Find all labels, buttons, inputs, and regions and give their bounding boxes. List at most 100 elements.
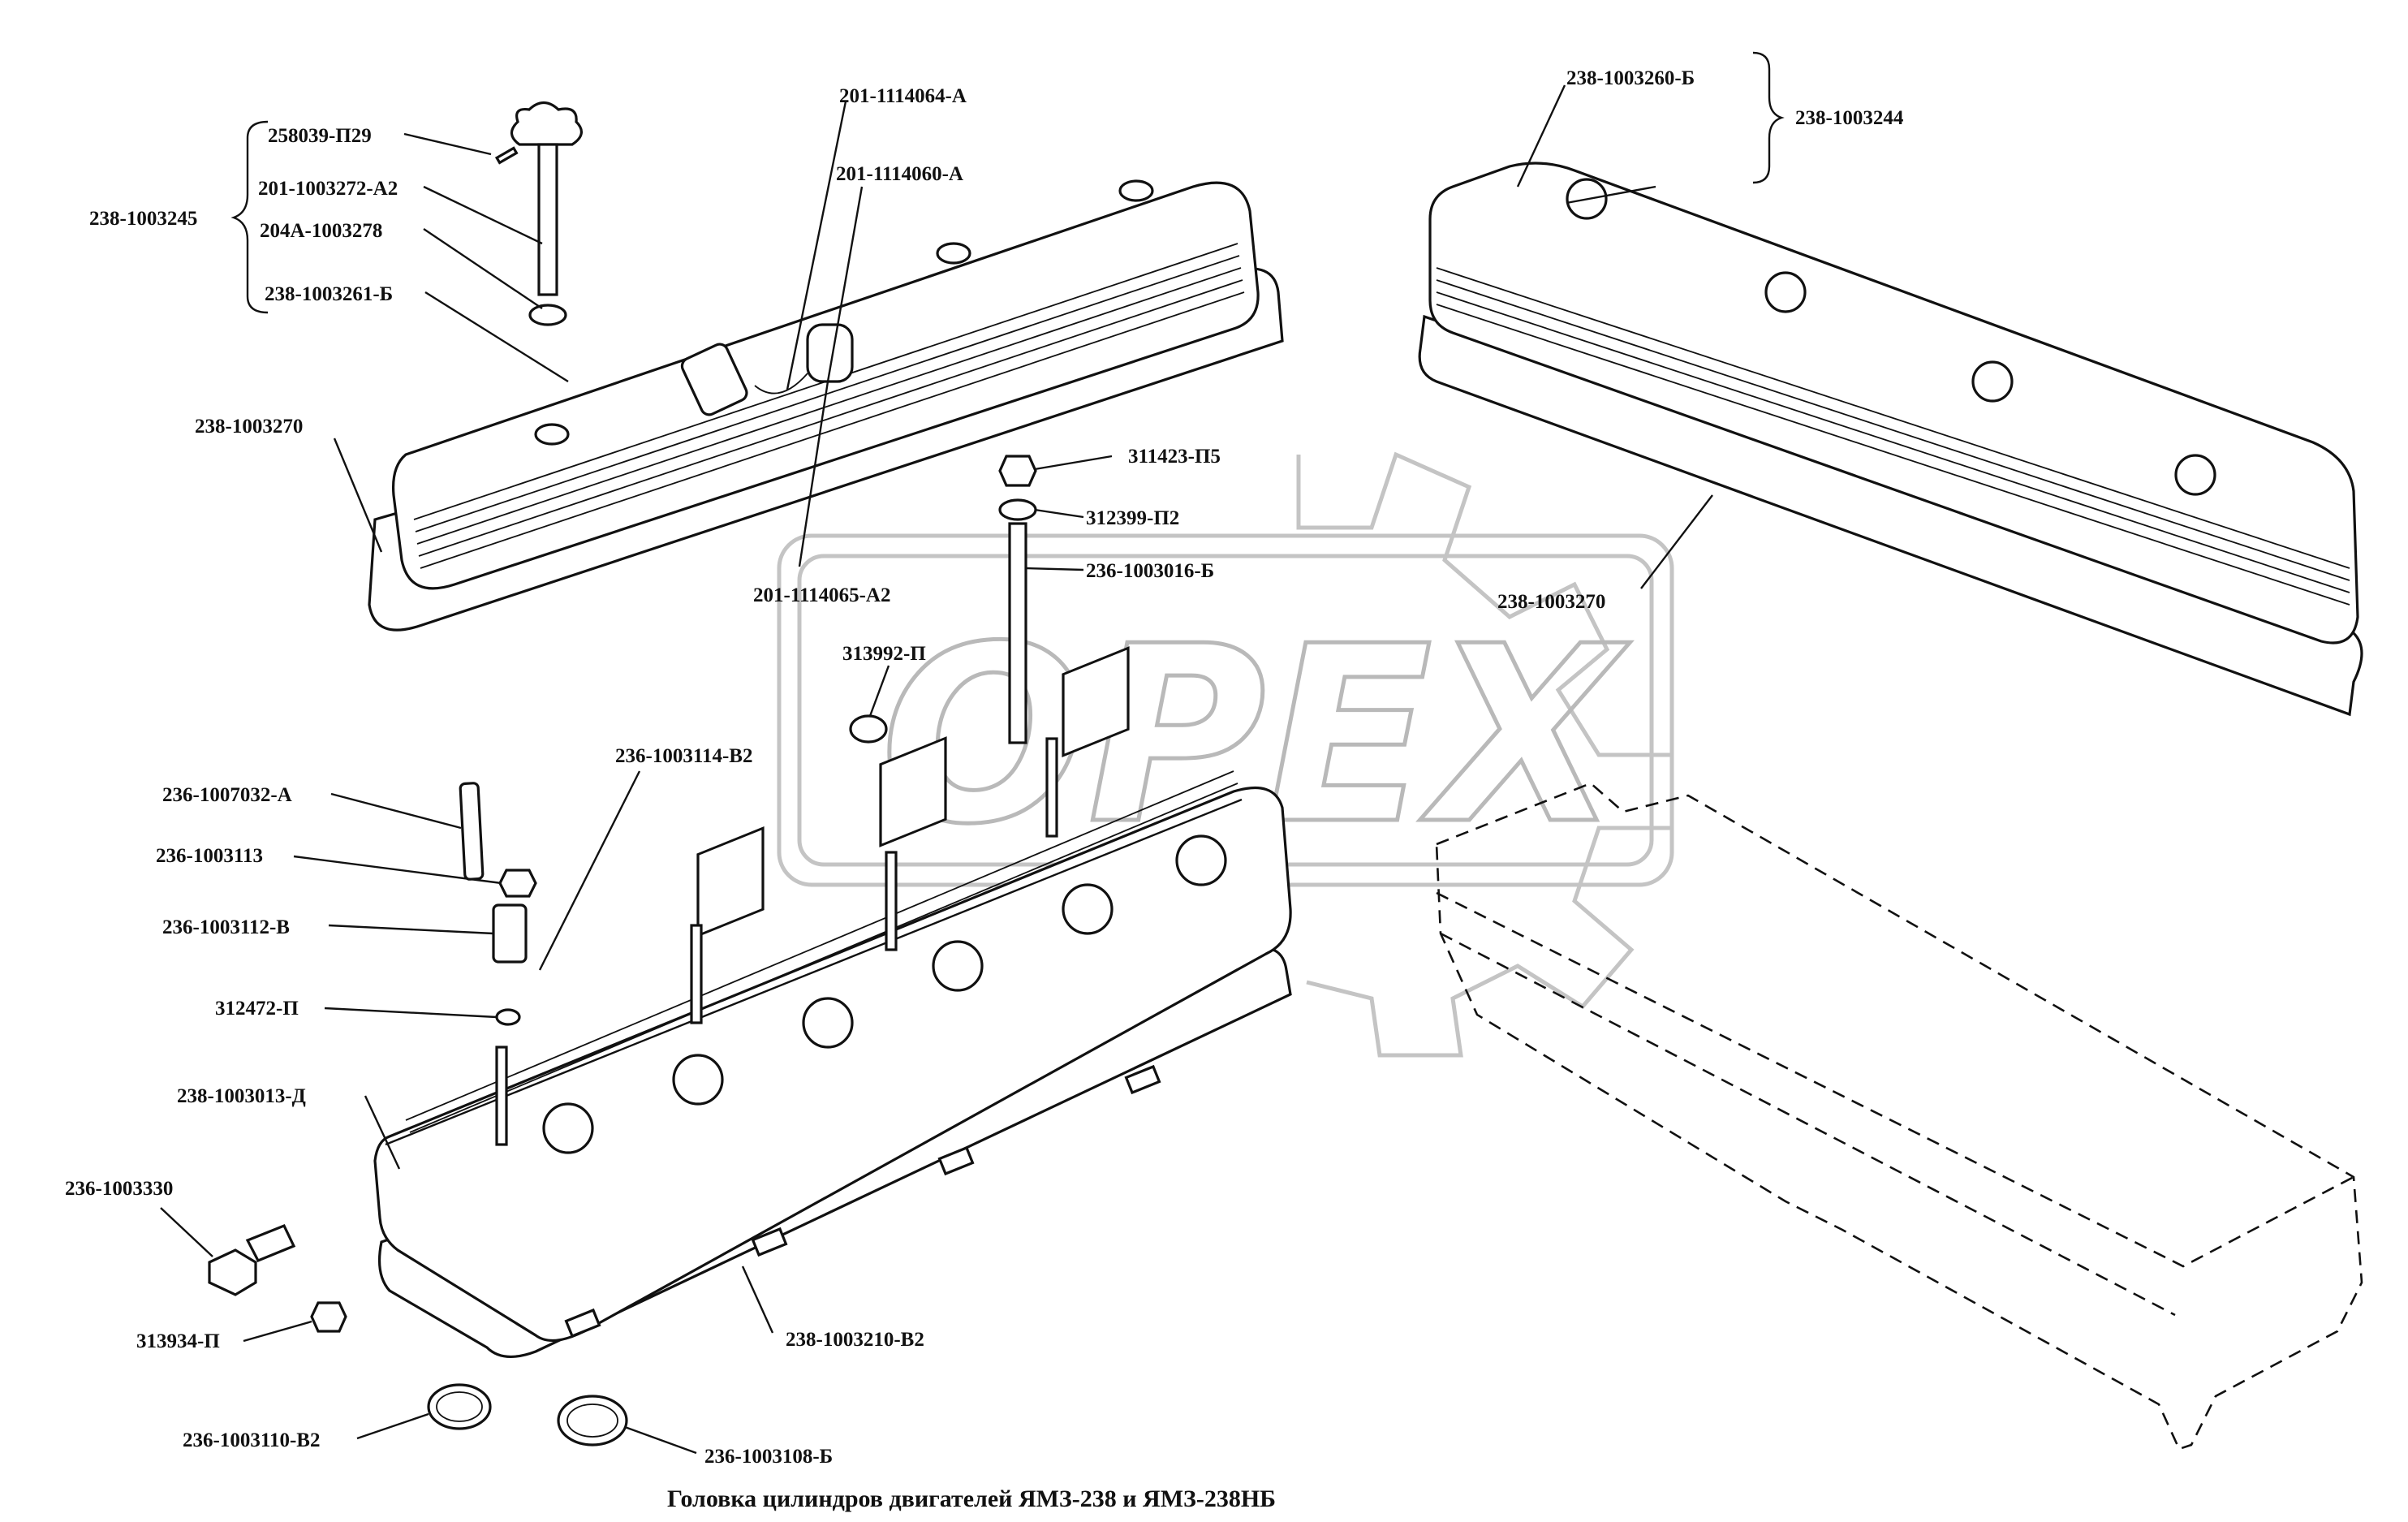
- leader-201-1003272: [423, 185, 543, 245]
- label-236-1003110-V2: 236-1003110-В2: [183, 1429, 320, 1451]
- head-rocker-rail: [405, 770, 1238, 1133]
- label-236-1003113: 236-1003113: [156, 845, 263, 867]
- label-312399-P2: 312399-П2: [1086, 507, 1179, 529]
- label-236-1003108-B: 236-1003108-Б: [704, 1446, 833, 1468]
- castle-nut: [498, 869, 537, 898]
- leader-204A: [423, 228, 543, 309]
- left-cover-boss-1: [534, 423, 570, 446]
- leader-238-1003270-left: [333, 438, 383, 553]
- leader-236-1003330: [160, 1207, 213, 1257]
- label-238-1003270-left: 238-1003270: [195, 416, 303, 438]
- label-238-1003245: 238-1003245: [89, 208, 197, 230]
- label-236-1003112-V: 236-1003112-В: [162, 916, 290, 938]
- label-312472-P: 312472-П: [215, 998, 299, 1020]
- head-studs: [495, 737, 1058, 1146]
- right-cover-knob-3: [1971, 360, 2014, 403]
- port-1: [696, 826, 765, 938]
- right-cover-gasket: [1418, 314, 2363, 717]
- port-3: [1062, 646, 1130, 757]
- leader-236-1003113: [293, 855, 502, 885]
- stud-d: [1045, 737, 1058, 838]
- leader-258039: [403, 132, 492, 156]
- right-valve-cover: [1418, 162, 2363, 717]
- label-236-1003016-B: 236-1003016-Б: [1086, 560, 1214, 582]
- phantom-block-edge: [1436, 891, 2354, 1268]
- label-258039-P29: 258039-П29: [268, 125, 372, 147]
- leader-201-1114065: [798, 381, 829, 567]
- spring-3: [802, 997, 854, 1049]
- nut-313934: [310, 1301, 347, 1333]
- gasket-holes: [564, 1064, 1161, 1339]
- label-238-1003270-right: 238-1003270: [1497, 591, 1605, 613]
- leader-238-1003260-b: [1566, 185, 1656, 205]
- head-deck-edge: [385, 798, 1243, 1146]
- small-parts: [208, 782, 628, 1447]
- leader-313992: [868, 665, 890, 717]
- plug-bolt: [208, 1223, 296, 1296]
- leader-236-1003016: [1026, 567, 1084, 571]
- spring-4: [932, 940, 984, 992]
- cylinder-head: [373, 646, 1292, 1359]
- leader-312399: [1034, 508, 1084, 519]
- leader-236-1003112: [328, 924, 494, 935]
- gasket-hole-4: [1124, 1064, 1161, 1095]
- stud-b: [690, 924, 703, 1024]
- head-body: [373, 786, 1292, 1343]
- leader-236-1007032: [330, 792, 462, 830]
- phantom-block-edge-2: [1440, 932, 2176, 1317]
- diagram-title: Головка цилиндров двигателей ЯМЗ-238 и Я…: [667, 1485, 1276, 1512]
- leader-236-1003108: [624, 1425, 697, 1455]
- leader-201-1114064: [786, 101, 847, 390]
- stud-a: [495, 1046, 508, 1146]
- seal-ring-108: [557, 1395, 628, 1447]
- label-236-1003330: 236-1003330: [65, 1178, 173, 1200]
- leader-lines: [160, 51, 1785, 1455]
- label-238-1003261-B: 238-1003261-Б: [265, 283, 393, 305]
- stud-washer: [998, 498, 1037, 521]
- label-238-1003244: 238-1003244: [1795, 107, 1904, 129]
- leader-311423: [1034, 455, 1113, 471]
- head-valve-springs: [542, 834, 1227, 1154]
- cover-pin: [494, 146, 519, 165]
- dowel-pin: [459, 782, 485, 881]
- oil-filler-cap: [680, 343, 748, 416]
- leader-201-1114060: [826, 186, 864, 382]
- left-cover-boss-2: [936, 242, 971, 265]
- leader-236-1003114: [538, 770, 641, 971]
- spring-1: [542, 1102, 594, 1154]
- sleeve: [492, 903, 528, 964]
- label-201-1114064-A: 201-1114064-А: [839, 85, 967, 107]
- right-cover-knob-2: [1764, 271, 1807, 313]
- label-313934-P: 313934-П: [136, 1330, 220, 1352]
- sleeve-washer: [495, 1008, 521, 1026]
- label-238-1003260-B: 238-1003260-Б: [1566, 67, 1695, 89]
- head-stud: [849, 455, 1037, 744]
- left-cover-boss-3: [1118, 179, 1154, 202]
- gasket-hole-1: [564, 1308, 601, 1339]
- cover-stud: [537, 143, 558, 296]
- label-311423-P5: 311423-П5: [1128, 446, 1221, 468]
- seal-ring-110-inner: [436, 1391, 483, 1422]
- head-ports: [696, 646, 1130, 938]
- phantom-block-outline: [1435, 782, 2363, 1451]
- left-cover-body: [391, 181, 1260, 590]
- right-cover-ribs: [1436, 267, 2350, 606]
- port-2: [879, 736, 947, 847]
- seal-ring-108-inner: [566, 1403, 618, 1438]
- label-238-1003013-D: 238-1003013-Д: [177, 1085, 306, 1107]
- cover-knob: [510, 101, 583, 146]
- breather-chain: [754, 373, 808, 395]
- stud-c: [885, 851, 898, 951]
- leader-238-1003260: [1516, 84, 1566, 188]
- breather-cap: [806, 323, 854, 383]
- leader-238-1003013: [364, 1095, 401, 1170]
- leader-236-1003110: [356, 1412, 429, 1440]
- label-238-1003210-V2: 238-1003210-В2: [786, 1329, 924, 1351]
- leader-312472: [324, 1007, 498, 1019]
- nut-313992: [849, 714, 888, 744]
- right-cover-knob-4: [2174, 454, 2216, 496]
- spring-6: [1175, 834, 1227, 886]
- spring-2: [672, 1054, 724, 1106]
- phantom-block: [1435, 782, 2363, 1451]
